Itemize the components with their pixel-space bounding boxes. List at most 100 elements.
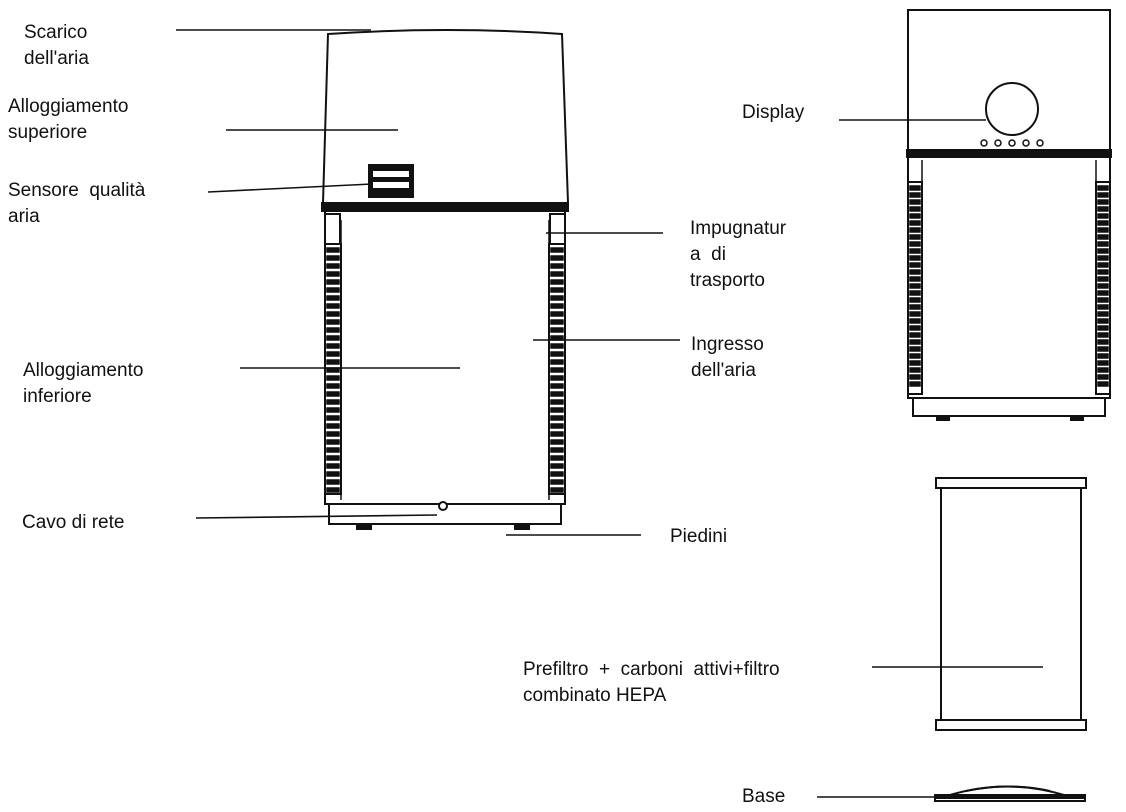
- lower-housing-shape: [324, 210, 566, 505]
- display-button: [980, 139, 988, 147]
- vent-slot: [909, 269, 921, 275]
- vent-slot: [550, 463, 564, 469]
- display-upper-shape: [907, 9, 1111, 151]
- vent-slot: [1097, 248, 1109, 254]
- vent-slot: [326, 351, 340, 357]
- vent-slot: [550, 399, 564, 405]
- vent-slot: [909, 276, 921, 282]
- vent-slot: [909, 297, 921, 303]
- vent-slot: [550, 367, 564, 373]
- vent-slot: [326, 263, 340, 269]
- display-button: [994, 139, 1002, 147]
- vent-slot: [1097, 374, 1109, 380]
- vent-slot: [1097, 276, 1109, 282]
- label-carry-handle: Impugnatur a di trasporto: [690, 216, 786, 294]
- vent-slot: [550, 439, 564, 445]
- vent-slot: [1097, 381, 1109, 387]
- vent-slot: [1097, 297, 1109, 303]
- vent-slot: [550, 359, 564, 365]
- label-feet-line1: Piedini: [670, 526, 728, 547]
- vent-slot: [1097, 339, 1109, 345]
- vent-slot: [1097, 241, 1109, 247]
- front-unit: [321, 29, 570, 530]
- vent-slot: [326, 439, 340, 445]
- vent-slot: [1097, 311, 1109, 317]
- vent-slot: [326, 471, 340, 477]
- vent-slot: [909, 367, 921, 373]
- vent-slot: [1097, 269, 1109, 275]
- label-power-cable: Cavo di rete: [22, 510, 124, 536]
- label-upper-housing: Alloggiamento superiore: [8, 94, 128, 146]
- vent-slot: [1097, 199, 1109, 205]
- vent-slot: [1097, 318, 1109, 324]
- display-button: [1036, 139, 1044, 147]
- label-air-outlet-line2: dell'aria: [24, 48, 89, 69]
- label-display-line1: Display: [742, 102, 805, 123]
- vent-slot: [909, 283, 921, 289]
- display-dial: [985, 82, 1039, 136]
- vent-slot: [550, 487, 564, 493]
- vent-slot: [326, 415, 340, 421]
- vent-slot: [909, 185, 921, 191]
- vent-slot: [1097, 283, 1109, 289]
- vent-slot: [1097, 346, 1109, 352]
- vent-slot: [909, 311, 921, 317]
- left-handle-shape: [325, 213, 341, 244]
- label-air-outlet-line1: Scarico: [24, 22, 88, 43]
- label-lower-housing: Alloggiamento inferiore: [23, 358, 143, 410]
- vent-slot: [550, 375, 564, 381]
- vent-slot: [909, 227, 921, 233]
- vent-slot: [326, 247, 340, 253]
- vent-slot: [1097, 262, 1109, 268]
- vent-slot: [550, 255, 564, 261]
- label-air-inlet-line1: Ingresso: [691, 334, 764, 355]
- vent-slot: [1097, 220, 1109, 226]
- label-filter: Prefiltro + carboni attivi+filtro combin…: [523, 657, 780, 709]
- vent-slot: [1097, 192, 1109, 198]
- label-air-inlet: Ingresso dell'aria: [691, 332, 764, 384]
- vent-slot: [909, 325, 921, 331]
- label-carry-handle-line2: a di: [690, 244, 726, 265]
- vent-slot: [326, 487, 340, 493]
- vent-slot: [550, 287, 564, 293]
- vent-slot: [1097, 353, 1109, 359]
- label-carry-handle-line3: trasporto: [690, 270, 765, 291]
- divider-band: [321, 202, 569, 212]
- label-upper-housing-line1: Alloggiamento: [8, 96, 129, 117]
- base-plate: [934, 785, 1086, 802]
- display-button: [1022, 139, 1030, 147]
- vent-slot: [1097, 206, 1109, 212]
- vent-slot: [326, 423, 340, 429]
- vent-slot: [1097, 304, 1109, 310]
- vent-slot: [326, 303, 340, 309]
- label-upper-housing-line2: superiore: [8, 122, 88, 143]
- vent-slot: [326, 391, 340, 397]
- label-feet: Piedini: [670, 524, 727, 550]
- vent-slot: [550, 327, 564, 333]
- vent-slot: [550, 471, 564, 477]
- vent-slot: [909, 248, 921, 254]
- vent-slot: [909, 262, 921, 268]
- power-cable-port: [438, 501, 448, 511]
- display-button: [1008, 139, 1016, 147]
- right-handle-shape: [549, 213, 565, 244]
- upper-housing-shape: [321, 29, 570, 204]
- vent-slot: [326, 319, 340, 325]
- vent-slot: [326, 343, 340, 349]
- vent-slot: [550, 351, 564, 357]
- label-lower-housing-line1: Alloggiamento: [23, 360, 144, 381]
- vent-slot: [550, 271, 564, 277]
- vent-slot: [550, 279, 564, 285]
- vent-slot: [326, 359, 340, 365]
- vent-slot: [550, 407, 564, 413]
- vent-slot: [550, 247, 564, 253]
- vent-slot: [326, 335, 340, 341]
- label-air-quality-sensor: Sensore qualità aria: [8, 178, 145, 224]
- vent-slot: [909, 318, 921, 324]
- vent-slot: [550, 455, 564, 461]
- label-filter-line1: Prefiltro + carboni attivi+filtro: [523, 659, 780, 680]
- label-base: Base: [742, 784, 785, 810]
- vent-slot: [1097, 290, 1109, 296]
